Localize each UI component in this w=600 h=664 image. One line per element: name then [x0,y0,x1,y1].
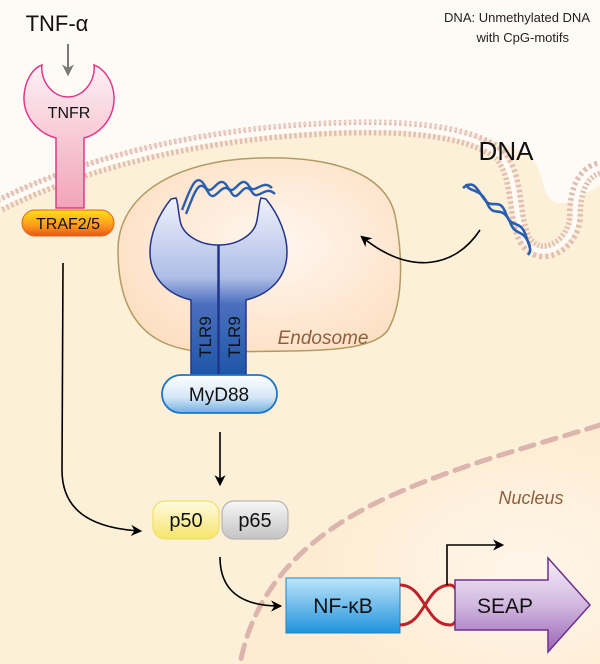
traf-label: TRAF2/5 [36,216,100,233]
p65-subunit: p65 [221,500,289,540]
p65-label: p65 [238,510,271,532]
endosomal-dna-helix [180,178,276,215]
seap-label: SEAP [477,595,533,618]
tlr9-left-label: TLR9 [196,316,215,358]
nucleus-label: Nucleus [498,488,563,508]
nfkb-label: NF-κB [313,595,373,618]
nfkb-response-element: NF-κB [285,577,401,634]
dna-uptake-arrow [360,229,481,264]
legend-line-2: with CpG-motifs [476,30,570,45]
tnfr-label: TNFR [48,105,91,122]
seap-reporter-gene: SEAP [454,556,592,654]
p50-label: p50 [169,510,202,532]
nuclear-envelope [237,422,600,664]
myd88-label: MyD88 [189,385,249,406]
tnfr-receptor: TNFR [23,63,115,209]
p50-subunit: p50 [152,500,220,540]
myd88-adaptor: MyD88 [161,374,278,414]
tlr9-dimer: TLR9 TLR9 [149,197,288,376]
free-dna-helix [462,183,532,256]
traf-adaptor: TRAF2/5 [21,209,115,237]
tnf-alpha-label: TNF-α [26,11,89,36]
legend-line-1: DNA: Unmethylated DNA [444,10,590,25]
endosome-label: Endosome [278,328,369,349]
p50-to-promoter-arrow [219,556,283,612]
tlr9-right-label: TLR9 [225,316,244,358]
traf-to-p50-arrow [61,262,143,537]
transcription-start-arrow [446,539,505,585]
dna-label: DNA [479,136,535,166]
